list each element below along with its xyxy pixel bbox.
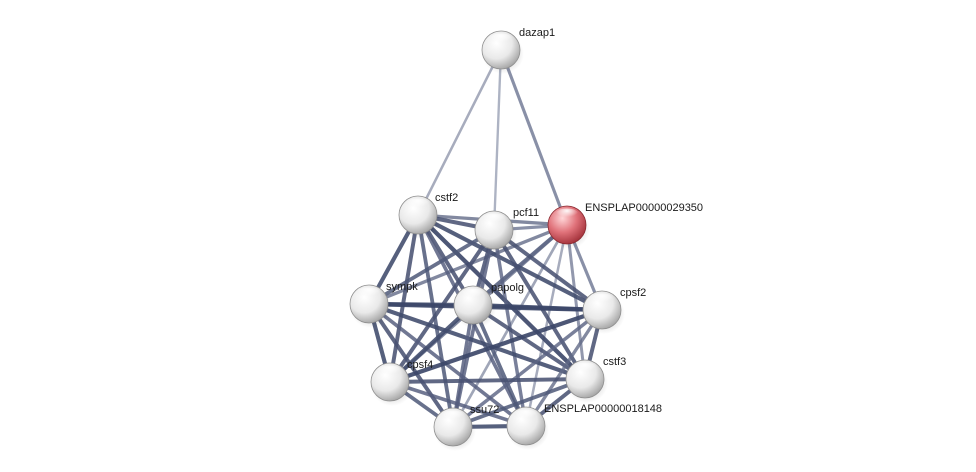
node-dazap1[interactable]: dazap1 <box>481 27 555 74</box>
edge-ensplap29350-ensplap18148[interactable] <box>524 223 569 428</box>
edge-cpsf2-ensplap18148[interactable] <box>524 308 604 428</box>
node-label-cpsf2: cpsf2 <box>620 287 646 299</box>
sphere-highlight <box>514 409 538 422</box>
node-layer: dazap1 cstf2 pcf11 ENSPLAP00000029350 sympk p… <box>349 27 703 451</box>
sphere-highlight <box>555 208 579 221</box>
edge-pcf11-cstf3[interactable] <box>492 228 587 381</box>
edge-cstf2-cpsf4[interactable] <box>388 213 420 384</box>
node-cstf3[interactable]: cstf3 <box>565 356 626 403</box>
edge-dazap1-ensplap29350[interactable] <box>499 48 569 227</box>
edge-cstf2-cpsf2[interactable] <box>415 212 605 313</box>
sphere-highlight <box>406 198 430 211</box>
edge-sympk-cstf3[interactable] <box>366 301 588 382</box>
node-papolg[interactable]: papolg <box>453 282 524 329</box>
node-label-ensplap18148: ENSPLAP00000018148 <box>544 403 662 415</box>
edge-cstf3-ssu72[interactable] <box>451 377 587 429</box>
edge-dazap1-cstf2[interactable] <box>416 48 503 217</box>
sphere-highlight <box>573 362 597 375</box>
sphere-highlight <box>357 287 381 300</box>
edge-sympk-ensplap18148[interactable] <box>367 302 528 428</box>
node-cpsf2[interactable]: cpsf2 <box>582 287 646 334</box>
edge-cpsf2-cpsf4[interactable] <box>387 307 605 385</box>
node-ensplap29350[interactable]: ENSPLAP00000029350 <box>547 202 703 249</box>
node-label-ensplap29350: ENSPLAP00000029350 <box>585 202 703 214</box>
edge-pcf11-sympk[interactable] <box>367 228 496 306</box>
sphere-highlight <box>378 365 402 378</box>
node-cpsf4[interactable]: cpsf4 <box>370 359 433 406</box>
node-cstf2[interactable]: cstf2 <box>398 192 458 239</box>
sphere-highlight <box>461 288 485 301</box>
sphere-highlight <box>482 213 506 226</box>
node-label-sympk: sympk <box>386 281 418 293</box>
edge-cstf2-cstf3[interactable] <box>415 212 588 382</box>
node-label-cpsf4: cpsf4 <box>407 359 433 371</box>
node-label-ssu72: ssu72 <box>470 404 499 416</box>
node-label-dazap1: dazap1 <box>519 27 555 39</box>
node-label-pcf11: pcf11 <box>513 207 539 219</box>
edge-ensplap29350-cstf3[interactable] <box>565 223 587 381</box>
edge-cpsf4-cstf3[interactable] <box>388 377 587 384</box>
sphere-highlight <box>590 293 614 306</box>
edge-dazap1-pcf11[interactable] <box>492 48 503 232</box>
node-ensplap18148[interactable]: ENSPLAP00000018148 <box>506 403 662 450</box>
node-ssu72[interactable]: ssu72 <box>433 404 499 451</box>
sphere-highlight <box>489 33 513 46</box>
edge-sympk-ssu72[interactable] <box>367 302 455 429</box>
node-label-papolg: papolg <box>491 282 524 294</box>
node-pcf11[interactable]: pcf11 <box>474 207 539 254</box>
edge-cpsf2-ssu72[interactable] <box>451 308 604 429</box>
node-sympk[interactable]: sympk <box>349 281 418 328</box>
node-label-cstf3: cstf3 <box>603 356 626 368</box>
sphere-highlight <box>441 410 465 423</box>
edge-cstf2-ssu72[interactable] <box>416 213 455 429</box>
node-label-cstf2: cstf2 <box>435 192 458 204</box>
